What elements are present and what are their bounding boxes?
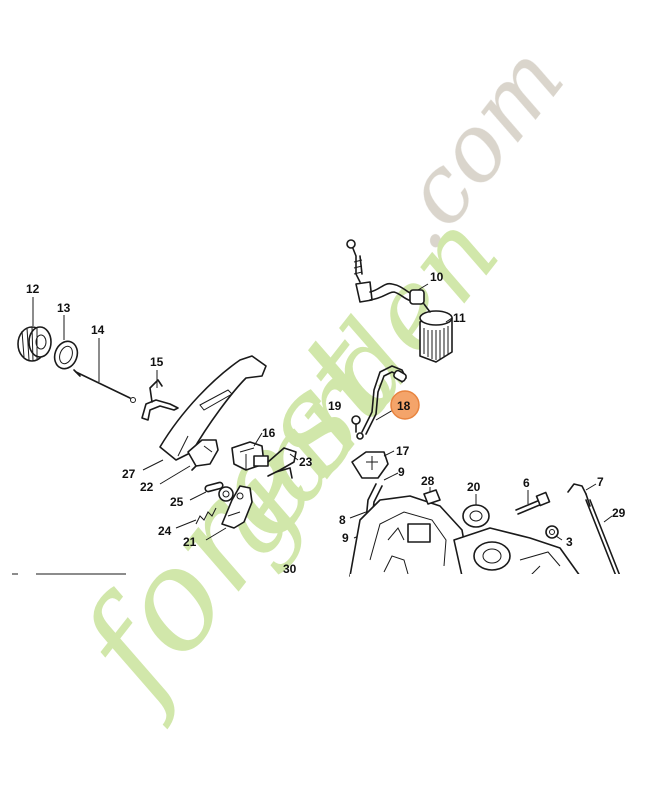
part-28-block xyxy=(423,489,441,505)
part-12-cap xyxy=(17,326,52,362)
callout-30[interactable]: 30 xyxy=(283,562,297,576)
part-24-spring xyxy=(195,486,234,525)
part-19-screw xyxy=(351,415,364,440)
callout-28[interactable]: 28 xyxy=(421,474,435,488)
callout-labels: 12 13 14 15 27 22 16 23 25 24 21 10 11 1… xyxy=(26,270,626,576)
callout-18[interactable]: 18 xyxy=(397,399,411,413)
part-25-pin xyxy=(204,481,224,493)
part-30-housing xyxy=(349,495,581,577)
part-21-lever xyxy=(221,485,253,529)
part-7-hook xyxy=(567,483,591,507)
part-22-bracket xyxy=(187,439,219,471)
callout-9-lower[interactable]: 9 xyxy=(342,531,349,545)
callout-3[interactable]: 3 xyxy=(566,535,573,549)
part-29-rod xyxy=(585,499,621,577)
part-3-nut xyxy=(545,525,559,539)
callout-29[interactable]: 29 xyxy=(612,506,626,520)
watermark: .com forest garden xyxy=(44,27,585,733)
callout-23[interactable]: 23 xyxy=(299,455,313,469)
callout-6[interactable]: 6 xyxy=(523,476,530,490)
part-18-hose xyxy=(361,365,407,435)
part-6-bolt xyxy=(515,491,551,515)
callout-24[interactable]: 24 xyxy=(158,524,172,538)
callout-9-upper[interactable]: 9 xyxy=(398,465,405,479)
callout-11[interactable]: 11 xyxy=(453,311,466,325)
callout-7[interactable]: 7 xyxy=(597,475,604,489)
part-15-clip xyxy=(141,379,179,421)
part-14-pin xyxy=(73,369,136,403)
part-27-handle xyxy=(159,355,267,461)
callout-15[interactable]: 15 xyxy=(150,355,164,369)
part-10-fuel-hose xyxy=(346,239,425,305)
callout-14[interactable]: 14 xyxy=(91,323,105,337)
part-11-filter xyxy=(419,303,453,363)
callout-17[interactable]: 17 xyxy=(396,444,410,458)
callout-8[interactable]: 8 xyxy=(339,513,346,527)
part-13-washer xyxy=(53,340,79,370)
part-16-trigger xyxy=(231,441,269,471)
callout-19[interactable]: 19 xyxy=(328,399,342,413)
callout-22[interactable]: 22 xyxy=(140,480,154,494)
part-23-rod xyxy=(267,447,297,479)
highlight-ring-18 xyxy=(390,390,420,420)
callout-20[interactable]: 20 xyxy=(467,480,481,494)
callout-16[interactable]: 16 xyxy=(262,426,276,440)
callout-12[interactable]: 12 xyxy=(26,282,40,296)
callout-10[interactable]: 10 xyxy=(430,270,444,284)
callout-27[interactable]: 27 xyxy=(122,467,136,481)
part-17-cover xyxy=(351,451,389,479)
part-20-seal xyxy=(462,504,490,528)
callout-21[interactable]: 21 xyxy=(183,535,197,549)
callout-13[interactable]: 13 xyxy=(57,301,71,315)
callout-25[interactable]: 25 xyxy=(170,495,184,509)
